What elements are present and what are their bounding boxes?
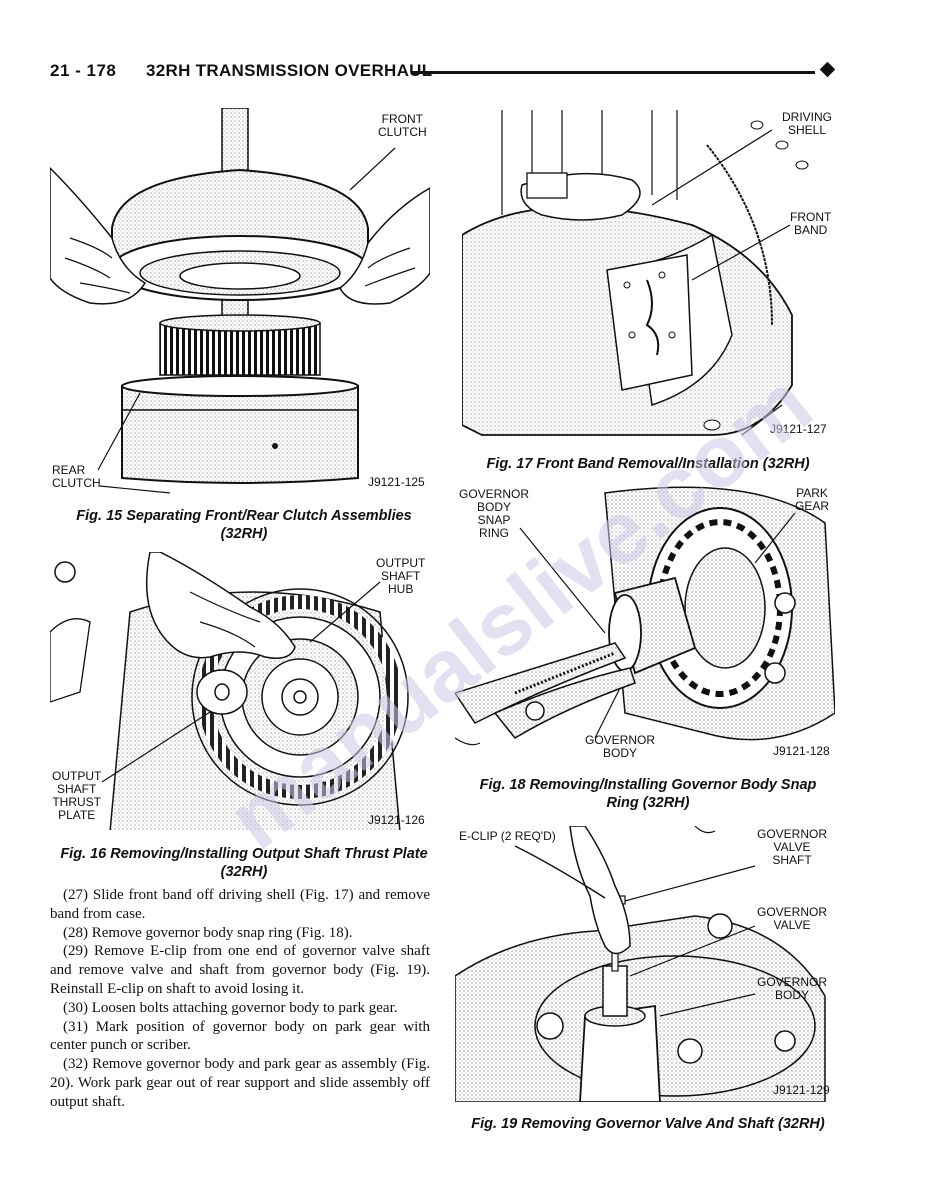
governor-snap-ring-illustration [455,486,835,746]
figure-17: DRIVING SHELL FRONT BAND J9121-127 [462,105,834,445]
diamond-icon [819,61,836,78]
label-output-shaft-hub: OUTPUT SHAFT HUB [376,556,426,596]
figure-15: FRONT CLUTCH REAR CLUTCH J9121-125 [50,108,430,498]
label-eclip: E-CLIP (2 REQ'D) [459,829,556,843]
figure-16: OUTPUT SHAFT HUB OUTPUT SHAFT THRUST PLA… [50,552,430,830]
figure-code: J9121-127 [770,422,827,436]
figure-code: J9121-125 [368,475,425,489]
label-front-clutch: FRONT CLUTCH [378,112,427,139]
label-body: GOVERNOR BODY [757,975,828,1002]
clutch-assemblies-illustration [50,108,430,494]
figure-15-caption: Fig. 15 Separating Front/Rear Clutch Ass… [76,508,412,542]
section-title: 32RH TRANSMISSION OVERHAUL [146,61,433,80]
figure-17-caption: Fig. 17 Front Band Removal/Installation … [486,456,810,472]
step-31: (31) Mark position of governor body on p… [50,1018,430,1054]
step-30: (30) Loosen bolts attaching governor bod… [63,999,398,1016]
label-front-band: FRONT BAND [790,210,832,237]
step-27: (27) Slide front band off driving shell … [50,887,430,922]
output-shaft-illustration [50,552,409,830]
label-thrust-plate: OUTPUT SHAFT THRUST PLATE [52,769,102,822]
label-valve-shaft: GOVERNOR VALVE SHAFT [757,827,828,867]
figure-19: E-CLIP (2 REQ'D) GOVERNOR VALVE SHAFT GO… [455,826,835,1102]
label-snap-ring: GOVERNOR BODY SNAP RING [459,487,530,540]
figure-code: J9121-126 [368,813,425,827]
label-park-gear: PARK GEAR [795,486,830,513]
figure-code: J9121-129 [773,1083,830,1097]
step-28: (28) Remove governor body snap ring (Fig… [63,924,353,941]
governor-valve-illustration [455,826,826,1102]
step-32: (32) Remove governor body and park gear … [50,1056,430,1110]
figure-code: J9121-128 [773,744,830,758]
label-governor-body: GOVERNOR BODY [585,733,656,760]
figure-18-caption: Fig. 18 Removing/Installing Governor Bod… [479,777,817,811]
step-29: (29) Remove E-clip from one end of gover… [50,943,430,997]
page-header: 21 - 178 32RH TRANSMISSION OVERHAUL [50,58,836,86]
front-band-illustration [462,110,809,436]
header-rule [412,71,815,74]
body-text: (27) Slide front band off driving shell … [50,886,430,1112]
label-rear-clutch: REAR CLUTCH [52,463,101,490]
figure-19-caption: Fig. 19 Removing Governor Valve And Shaf… [471,1116,825,1132]
page-number: 21 - 178 [50,61,117,80]
label-valve: GOVERNOR VALVE [757,905,828,932]
label-driving-shell: DRIVING SHELL [782,110,833,137]
figure-18: GOVERNOR BODY SNAP RING PARK GEAR GOVERN… [455,483,835,763]
figure-16-caption: Fig. 16 Removing/Installing Output Shaft… [60,846,428,880]
